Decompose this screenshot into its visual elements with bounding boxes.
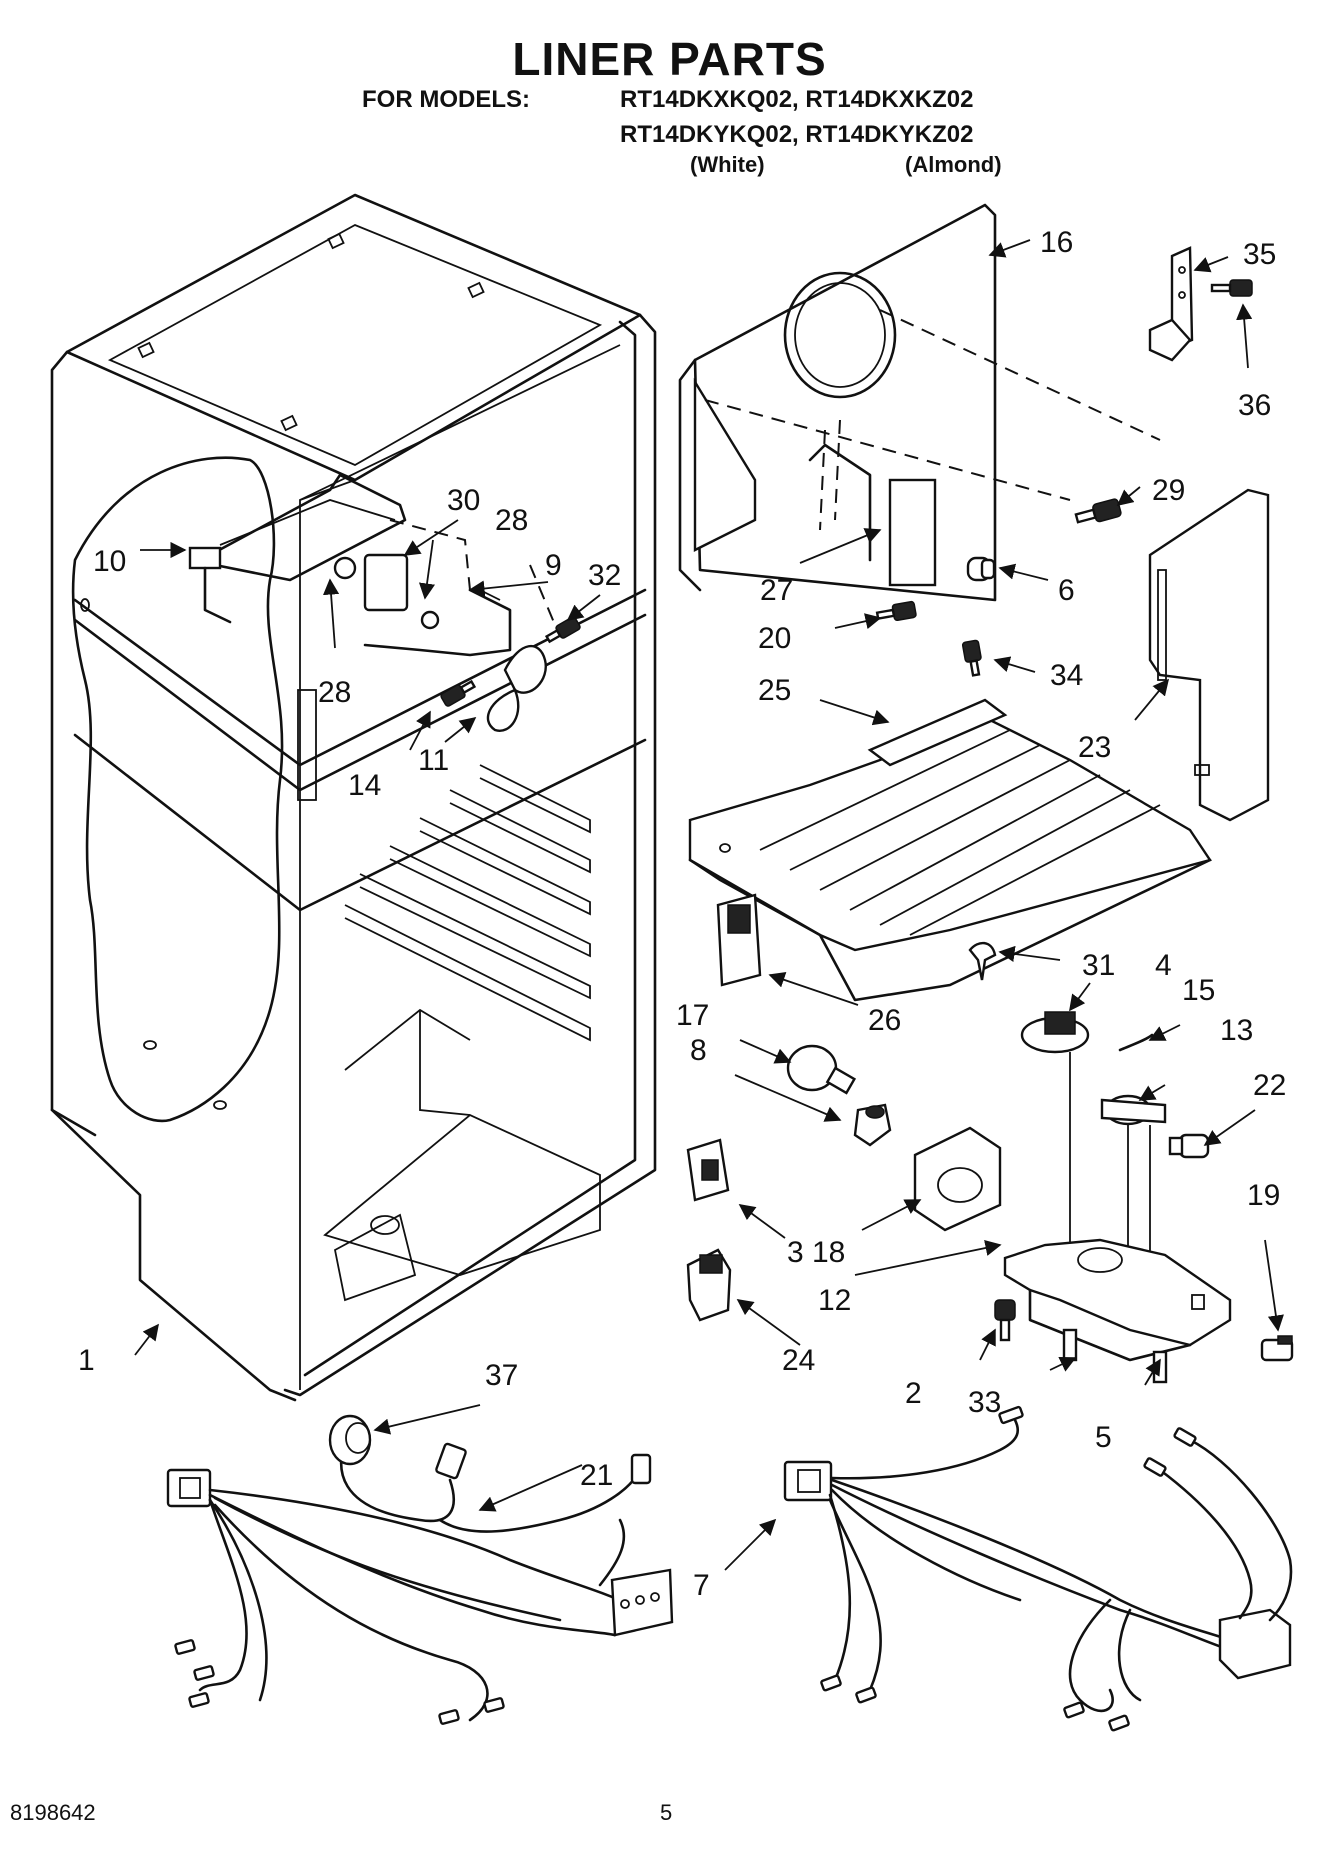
fan-assembly <box>188 473 581 732</box>
screw-36 <box>1210 279 1253 297</box>
callout-33: 33 <box>968 1386 1001 1419</box>
callout-5: 5 <box>1095 1421 1112 1454</box>
callout-30: 30 <box>447 484 480 517</box>
screw-29 <box>1074 498 1122 524</box>
callout-6: 6 <box>1058 574 1075 607</box>
callout-31: 31 <box>1082 949 1115 982</box>
callout-1: 1 <box>78 1344 95 1377</box>
callout-22: 22 <box>1253 1069 1286 1102</box>
part-26 <box>716 893 762 987</box>
models-label: FOR MODELS: <box>362 86 530 113</box>
callout-20: 20 <box>758 622 791 655</box>
callout-14: 14 <box>348 769 381 802</box>
callout-25: 25 <box>758 674 791 707</box>
callout-10: 10 <box>93 545 126 578</box>
variant-almond: (Almond) <box>905 152 1002 177</box>
connector-22 <box>1168 1133 1210 1159</box>
callout-17: 17 <box>676 999 709 1032</box>
callout-28b: 28 <box>318 676 351 709</box>
screw-2 <box>994 1299 1016 1342</box>
callout-21: 21 <box>580 1459 613 1492</box>
callout-7: 7 <box>693 1569 710 1602</box>
callout-27: 27 <box>760 574 793 607</box>
page-title: LINER PARTS <box>512 33 827 85</box>
thermostat-13 <box>1100 1094 1167 1270</box>
callout-11: 11 <box>418 744 449 777</box>
callout-15: 15 <box>1182 974 1215 1007</box>
callout-36: 36 <box>1238 389 1271 422</box>
light-shield-18 <box>913 1126 1002 1232</box>
callout-29: 29 <box>1152 474 1185 507</box>
evaporator-cover <box>678 203 1161 602</box>
callout-19: 19 <box>1247 1179 1280 1212</box>
callout-16: 16 <box>1040 226 1073 259</box>
liner-cabinet <box>50 193 657 1402</box>
callout-23: 23 <box>1078 731 1111 764</box>
part-3 <box>686 1138 730 1202</box>
wiring-harness-7 <box>783 1405 1293 1732</box>
leader-lines <box>134 239 1284 1571</box>
callout-34: 34 <box>1050 659 1083 692</box>
models-line-1: RT14DKXKQ02, RT14DKXKZ02 <box>620 86 974 113</box>
air-duct-23 <box>1148 488 1270 822</box>
callout-9: 9 <box>545 549 562 582</box>
light-bulb-17 <box>786 1044 857 1095</box>
document-number: 8198642 <box>10 1800 96 1825</box>
callout-24: 24 <box>782 1344 815 1377</box>
callout-8: 8 <box>690 1034 707 1067</box>
callout-18: 18 <box>812 1236 845 1269</box>
callout-labels: 1 2 3 4 5 6 7 8 9 10 11 12 13 14 15 16 1… <box>78 226 1286 1602</box>
part-24 <box>686 1248 732 1322</box>
housing-12 <box>1003 1238 1232 1362</box>
part-4 <box>1020 1011 1090 1265</box>
connector-19 <box>1260 1335 1294 1362</box>
callout-3: 3 <box>787 1236 804 1269</box>
callout-4: 4 <box>1155 949 1172 982</box>
callout-12: 12 <box>818 1284 851 1317</box>
screw-33 <box>1062 1328 1078 1362</box>
callout-35: 35 <box>1243 238 1276 271</box>
callout-13: 13 <box>1220 1014 1253 1047</box>
clip-31 <box>968 941 997 981</box>
models-line-2: RT14DKYKQ02, RT14DKYKZ02 <box>620 121 974 148</box>
callout-26: 26 <box>868 1004 901 1037</box>
evaporator-tray-25 <box>688 698 1212 1002</box>
callout-28a: 28 <box>495 504 528 537</box>
wiring-harness-21 <box>166 1428 674 1725</box>
bracket-35 <box>1148 246 1194 362</box>
callout-2: 2 <box>905 1377 922 1410</box>
screw-20 <box>875 600 917 622</box>
socket-8 <box>853 1103 892 1147</box>
screw-34 <box>961 639 982 677</box>
callout-32: 32 <box>588 559 621 592</box>
tube-15 <box>1118 1033 1154 1052</box>
part-37 <box>328 1414 372 1466</box>
plug-6 <box>966 556 996 582</box>
callout-37: 37 <box>485 1359 518 1392</box>
page-number: 5 <box>660 1800 673 1825</box>
variant-white: (White) <box>690 152 765 177</box>
